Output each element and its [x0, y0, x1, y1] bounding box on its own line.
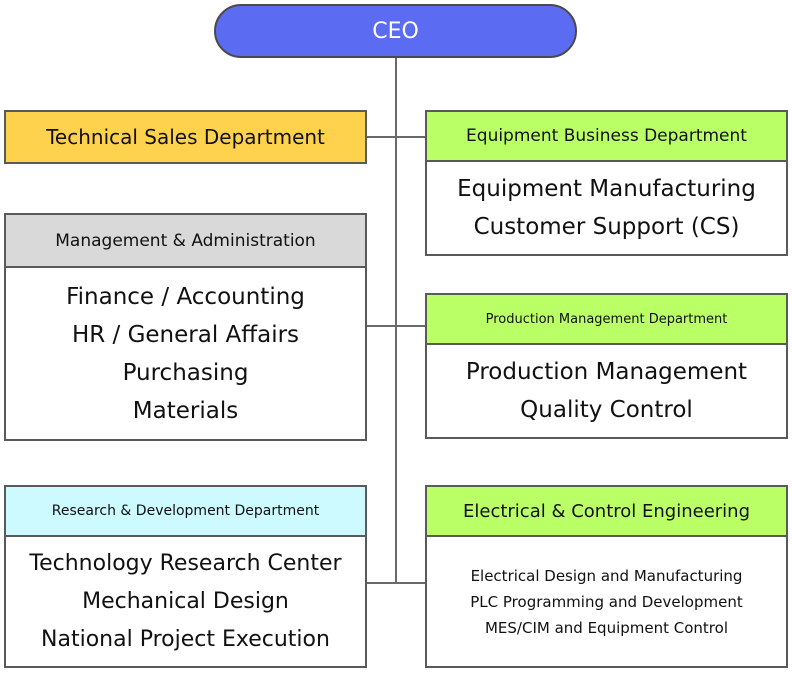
equipment-items: Equipment Manufacturing Customer Support…	[425, 162, 788, 256]
technical-sales-title: Technical Sales Department	[4, 110, 367, 164]
equipment-item: Customer Support (CS)	[473, 214, 740, 240]
management-items: Finance / Accounting HR / General Affair…	[4, 268, 367, 441]
management-item: Purchasing	[122, 359, 249, 386]
research-item: Mechanical Design	[82, 588, 289, 614]
production-item: Quality Control	[520, 397, 693, 423]
equipment-item: Equipment Manufacturing	[457, 176, 756, 202]
equipment-department: Equipment Business Department Equipment …	[425, 110, 788, 256]
research-title: Research & Development Department	[4, 485, 367, 537]
electrical-items: Electrical Design and Manufacturing PLC …	[425, 537, 788, 668]
equipment-title: Equipment Business Department	[425, 110, 788, 162]
production-items: Production Management Quality Control	[425, 345, 788, 439]
electrical-item: MES/CIM and Equipment Control	[484, 618, 728, 637]
research-item: National Project Execution	[41, 626, 330, 652]
management-item: HR / General Affairs	[71, 321, 300, 348]
management-department: Management & Administration Finance / Ac…	[4, 213, 367, 441]
production-title: Production Management Department	[425, 293, 788, 345]
electrical-department: Electrical & Control Engineering Electri…	[425, 485, 788, 668]
electrical-title: Electrical & Control Engineering	[425, 485, 788, 537]
management-item: Finance / Accounting	[66, 283, 305, 310]
electrical-item: PLC Programming and Development	[470, 592, 743, 611]
research-items: Technology Research Center Mechanical De…	[4, 537, 367, 668]
production-item: Production Management	[465, 359, 748, 385]
ceo-node: CEO	[214, 4, 577, 58]
management-item: Materials	[132, 397, 239, 424]
electrical-item: Electrical Design and Manufacturing	[470, 566, 743, 585]
production-department: Production Management Department Product…	[425, 293, 788, 439]
research-item: Technology Research Center	[29, 550, 342, 576]
technical-sales-department: Technical Sales Department	[4, 110, 367, 164]
management-title: Management & Administration	[4, 213, 367, 268]
research-department: Research & Development Department Techno…	[4, 485, 367, 668]
